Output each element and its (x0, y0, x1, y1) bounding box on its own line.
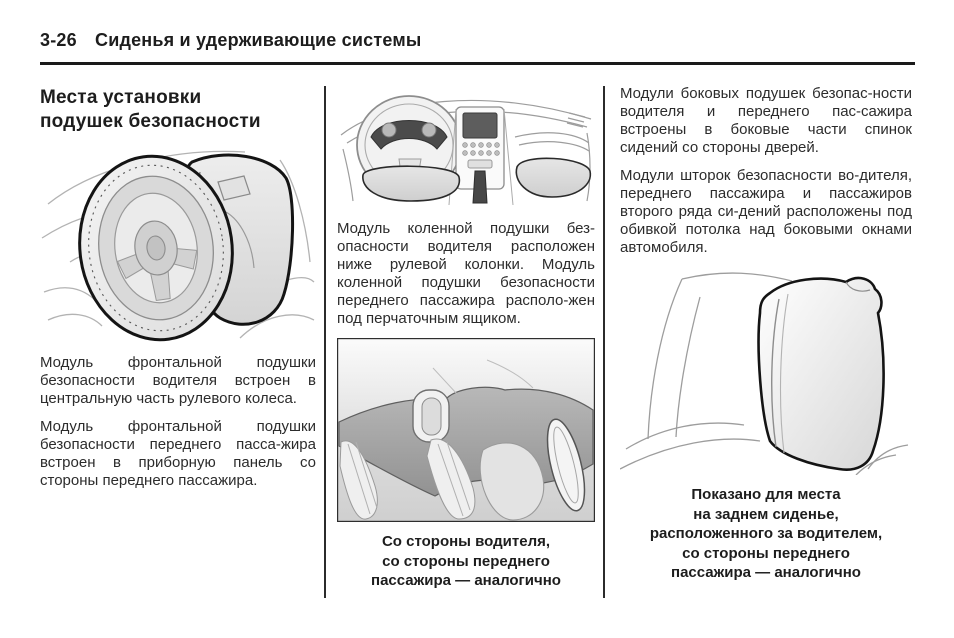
section-heading: Места установки подушек безопасности (40, 87, 261, 132)
middle-column: Модуль коленной подушки без-опасности во… (337, 85, 595, 591)
right-column: Модули боковых подушек безопас-ности вод… (620, 85, 912, 583)
knee-airbag-side-view-illustration (337, 338, 595, 522)
paragraph-driver-frontal-airbag: Модуль фронтальной подушки безопасности … (40, 354, 316, 407)
column-divider-right (603, 86, 605, 598)
figure-caption: Со стороны водителя, со стороны переднег… (371, 533, 561, 589)
paragraph-curtain-airbags: Модули шторок безопасности во-дителя, пе… (620, 167, 912, 256)
side-airbag-illustration (620, 272, 909, 475)
knee-airbag-locations-illustration (340, 95, 592, 206)
page-title: Сиденья и удерживающие системы (95, 30, 422, 50)
paragraph-side-airbags: Модули боковых подушек безопас-ности вод… (620, 85, 912, 156)
column-divider-left (324, 86, 326, 598)
page-number: 3-26 (40, 30, 77, 50)
paragraph-knee-airbags: Модуль коленной подушки без-опасности во… (337, 220, 595, 327)
left-column: Места установки подушек безопасности (40, 85, 316, 500)
figure-caption: Показано для места на заднем сиденье, ра… (649, 486, 883, 581)
header-rule (40, 62, 915, 65)
frontal-airbags-illustration (41, 150, 315, 342)
paragraph-passenger-frontal-airbag: Модуль фронтальной подушки безопасности … (40, 418, 316, 489)
